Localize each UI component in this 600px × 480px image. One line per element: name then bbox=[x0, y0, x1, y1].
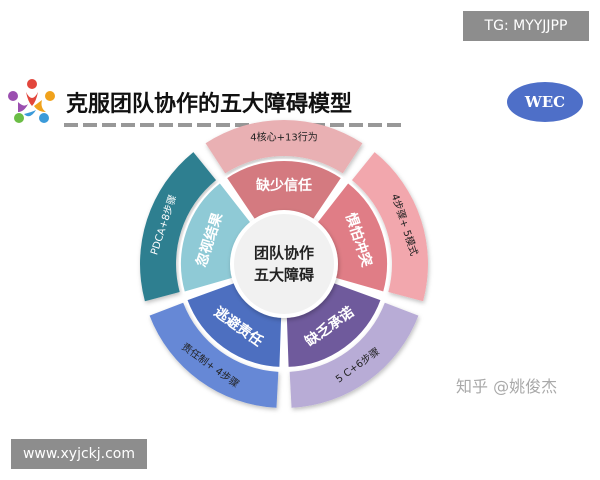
outer-segment-conflict bbox=[351, 152, 428, 302]
zhihu-watermark: 知乎 @姚俊杰 bbox=[456, 377, 558, 396]
method-label-trust: 4核心+13行为 bbox=[250, 131, 317, 144]
wec-logo-badge: WEC bbox=[507, 82, 583, 122]
center-label-line2: 五大障碍 bbox=[254, 266, 314, 284]
title-underline bbox=[64, 123, 404, 127]
person-head-icon bbox=[39, 113, 49, 123]
page-title: 克服团队协作的五大障碍模型 bbox=[66, 92, 353, 117]
outer-segment-trust bbox=[205, 120, 363, 174]
outer-segment-commitment bbox=[289, 302, 419, 408]
barrier-label-trust: 缺少信任 bbox=[256, 177, 312, 194]
outer-segment-results bbox=[140, 152, 217, 302]
center-group: 团队协作 五大障碍 bbox=[230, 210, 338, 318]
center-label-line1: 团队协作 bbox=[254, 244, 314, 262]
center-circle bbox=[230, 210, 338, 318]
outer-segment-accountability bbox=[149, 302, 279, 408]
person-head-icon bbox=[14, 113, 24, 123]
person-head-icon bbox=[8, 91, 18, 101]
channel-badge: TG: MYYJJPP bbox=[463, 11, 589, 41]
site-url-badge: www.xyjckj.com bbox=[11, 439, 147, 469]
person-head-icon bbox=[27, 79, 37, 89]
people-circle-icon bbox=[8, 79, 55, 123]
person-head-icon bbox=[45, 91, 55, 101]
